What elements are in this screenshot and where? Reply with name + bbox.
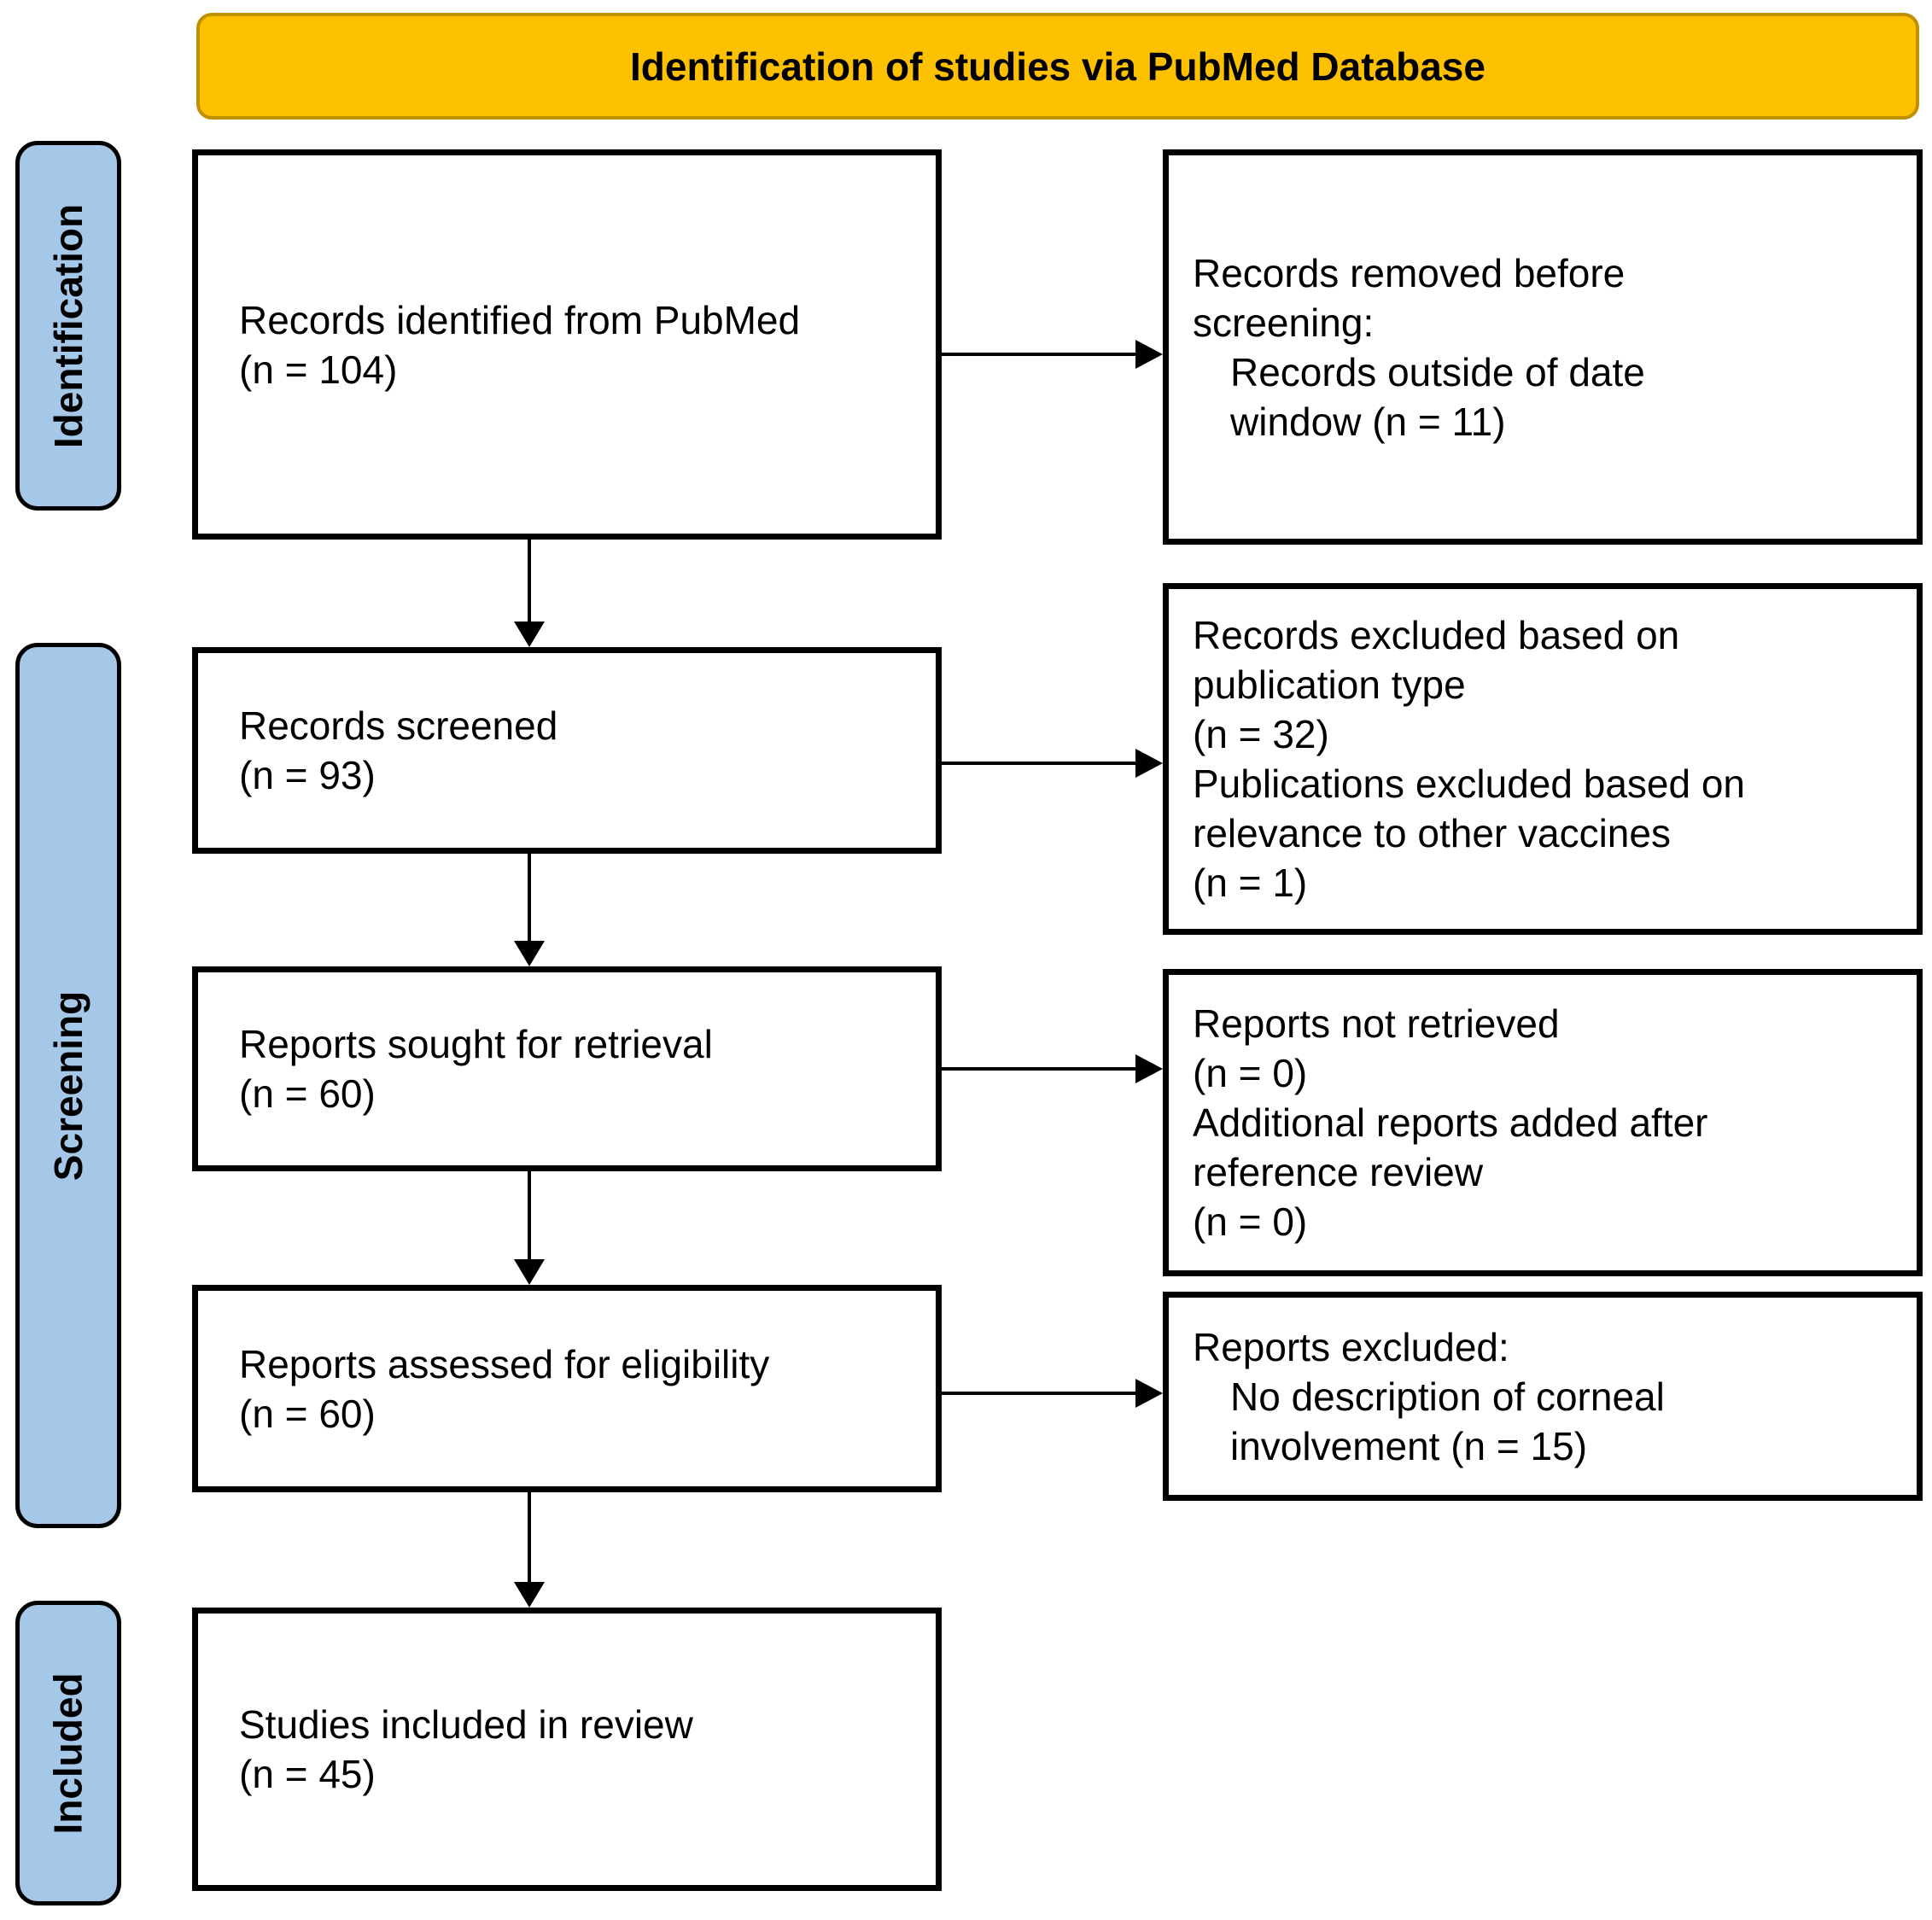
box-reports-assessed: Reports assessed for eligibility (n = 60… xyxy=(192,1285,942,1492)
arrow-sought-to-assessed-line xyxy=(528,1171,531,1261)
box-text-line: Studies included in review xyxy=(239,1702,693,1747)
box-records-removed-before-screening: Records removed before screening: Record… xyxy=(1163,149,1923,545)
box-text-line: (n = 104) xyxy=(239,347,398,392)
arrow-sought-to-not-retrieved-line xyxy=(942,1067,1137,1071)
arrow-identified-to-screened-head-icon xyxy=(514,622,545,647)
arrow-sought-to-not-retrieved-head-icon xyxy=(1135,1054,1163,1083)
box-records-excluded: Records excluded based on publication ty… xyxy=(1163,583,1923,935)
box-text-line: Records screened xyxy=(239,703,558,748)
box-text-line: (n = 32) xyxy=(1193,712,1329,756)
box-reports-excluded: Reports excluded: No description of corn… xyxy=(1163,1292,1923,1501)
box-text-line: (n = 60) xyxy=(239,1071,376,1116)
box-text-line: (n = 0) xyxy=(1193,1051,1308,1095)
arrow-identified-to-screened-line xyxy=(528,540,531,623)
box-text-line: No description of corneal xyxy=(1230,1374,1665,1419)
box-studies-included: Studies included in review (n = 45) xyxy=(192,1608,942,1891)
box-text-line: Publications excluded based on xyxy=(1193,762,1746,806)
box-text-line: (n = 1) xyxy=(1193,861,1308,905)
box-text-line: reference review xyxy=(1193,1150,1484,1194)
box-records-screened: Records screened (n = 93) xyxy=(192,647,942,854)
stage-label-screening: Screening xyxy=(15,643,121,1528)
box-text-line: (n = 93) xyxy=(239,753,376,797)
box-text-line: Additional reports added after xyxy=(1193,1100,1708,1145)
box-text-line: screening: xyxy=(1193,300,1375,345)
box-text-line: (n = 45) xyxy=(239,1752,376,1796)
arrow-screened-to-excluded-line xyxy=(942,762,1137,765)
stage-label-identification-text: Identification xyxy=(46,203,91,448)
box-text-line: (n = 0) xyxy=(1193,1199,1308,1244)
box-text-line: Records outside of date xyxy=(1230,349,1645,394)
box-reports-sought: Reports sought for retrieval (n = 60) xyxy=(192,966,942,1171)
arrow-assessed-to-reports-excluded-line xyxy=(942,1392,1137,1395)
arrow-assessed-to-included-line xyxy=(528,1492,531,1584)
box-text-line: publication type xyxy=(1193,662,1466,707)
box-text-line: window (n = 11) xyxy=(1230,399,1506,444)
stage-label-included-text: Included xyxy=(46,1672,90,1835)
box-reports-not-retrieved: Reports not retrieved (n = 0) Additional… xyxy=(1163,969,1923,1276)
arrow-assessed-to-reports-excluded-head-icon xyxy=(1135,1379,1163,1408)
box-records-identified: Records identified from PubMed (n = 104) xyxy=(192,149,942,540)
arrow-assessed-to-included-head-icon xyxy=(514,1582,545,1608)
box-text-line: Records excluded based on xyxy=(1193,613,1680,657)
arrow-identified-to-removed-head-icon xyxy=(1135,340,1163,369)
arrow-screened-to-excluded-head-icon xyxy=(1135,749,1163,778)
header-banner: Identification of studies via PubMed Dat… xyxy=(196,13,1919,120)
box-text-line: Reports sought for retrieval xyxy=(239,1022,713,1066)
stage-label-screening-text: Screening xyxy=(46,990,91,1181)
box-text-line: involvement (n = 15) xyxy=(1230,1423,1588,1468)
box-text-line: Reports assessed for eligibility xyxy=(239,1341,770,1386)
arrow-sought-to-assessed-head-icon xyxy=(514,1259,545,1285)
arrow-identified-to-removed-line xyxy=(942,353,1137,356)
stage-label-included: Included xyxy=(15,1601,121,1905)
box-text-line: Records removed before xyxy=(1193,250,1626,295)
box-text-line: Reports excluded: xyxy=(1193,1324,1509,1369)
arrow-screened-to-sought-line xyxy=(528,854,531,942)
box-text-line: relevance to other vaccines xyxy=(1193,811,1671,855)
box-text-line: Records identified from PubMed xyxy=(239,297,801,342)
arrow-screened-to-sought-head-icon xyxy=(514,941,545,966)
box-text-line: Reports not retrieved xyxy=(1193,1001,1560,1046)
stage-label-identification: Identification xyxy=(15,141,121,511)
header-title: Identification of studies via PubMed Dat… xyxy=(630,44,1485,89)
box-text-line: (n = 60) xyxy=(239,1391,376,1436)
